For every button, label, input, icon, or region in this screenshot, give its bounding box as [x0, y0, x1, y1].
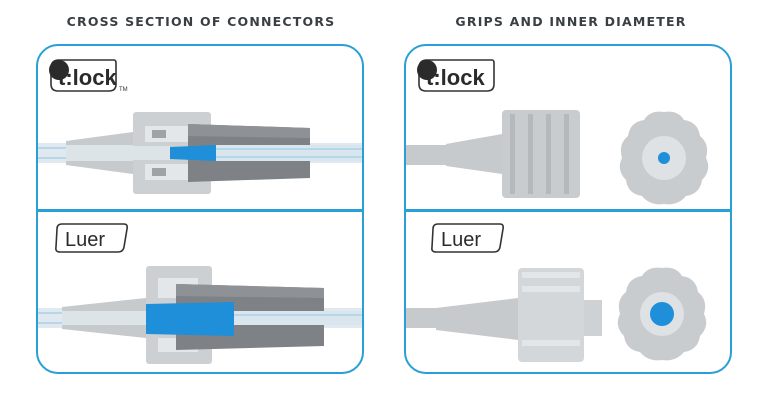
luer-cross-section: [38, 266, 362, 364]
tlock-logo-icon: t:lock: [417, 59, 495, 92]
heading-grips-diameter: GRIPS AND INNER DIAMETER: [455, 14, 687, 29]
tlock-logo-text: t:lock: [58, 65, 117, 90]
luer-end-view: [617, 267, 707, 361]
cross-section-art: t:lock TM: [38, 59, 362, 364]
panel-divider: [406, 209, 730, 212]
luer-grip-side-view: [406, 268, 602, 362]
tlock-logo-text: t:lock: [426, 65, 485, 90]
luer-logo-icon: Luer: [55, 223, 128, 253]
luer-logo-text: Luer: [65, 229, 105, 251]
tlock-end-view: [619, 111, 709, 205]
heading-cross-section: CROSS SECTION OF CONNECTORS: [66, 14, 336, 29]
luer-logo-text: Luer: [441, 229, 481, 251]
tlock-grip-side-view: [406, 110, 580, 198]
tlock-logo-icon: t:lock TM: [49, 59, 128, 93]
panel-divider: [38, 209, 362, 212]
cross-section-panel: t:lock TM: [36, 44, 364, 374]
grips-diameter-panel: t:lock Luer: [404, 44, 732, 374]
grips-diameter-art: t:lock Luer: [406, 59, 730, 362]
luer-logo-icon: Luer: [431, 223, 504, 253]
trademark-mark: TM: [119, 87, 128, 93]
tlock-cross-section: [38, 112, 362, 194]
